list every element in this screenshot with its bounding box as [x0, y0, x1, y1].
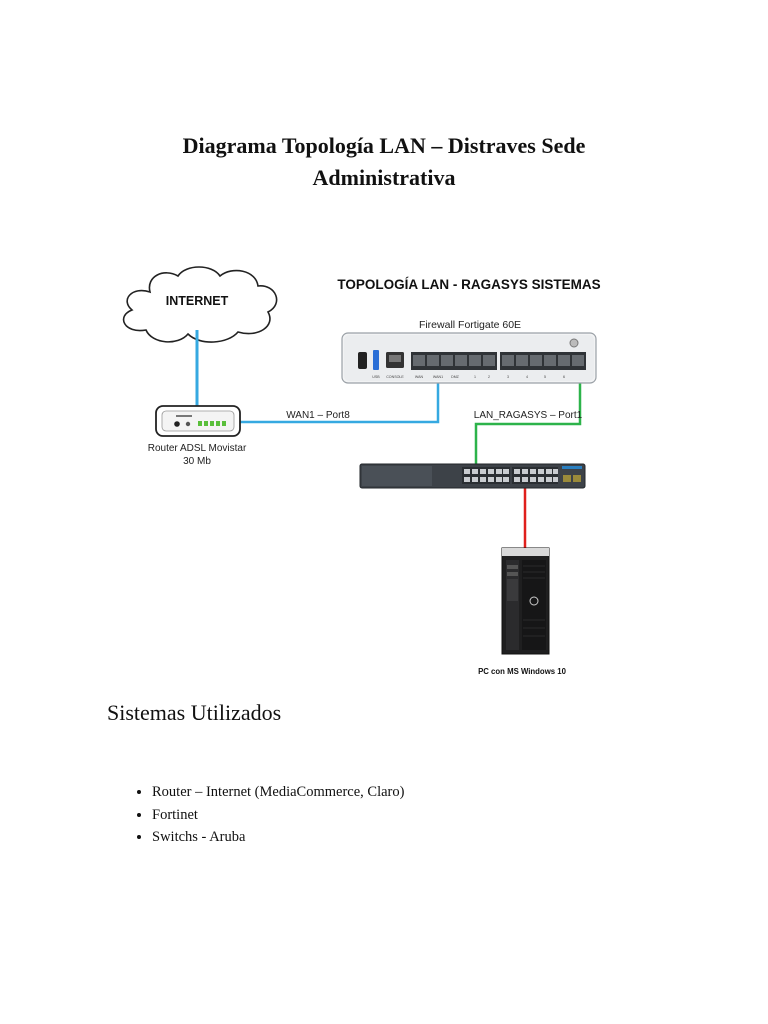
- list-item: Fortinet: [152, 804, 404, 827]
- power-button-icon: [358, 352, 367, 369]
- pc-tower-device: [501, 547, 550, 655]
- router-label-line-2: 30 Mb: [183, 456, 211, 467]
- firewall-port-label: 3: [507, 375, 509, 379]
- document-title-line-1: Diagrama Topología LAN – Distraves Sede: [182, 133, 586, 158]
- firewall-port-label: WAN1: [433, 375, 443, 379]
- dell-logo-icon: [529, 596, 539, 606]
- firewall-label: Firewall Fortigate 60E: [419, 319, 521, 331]
- firewall-port-label: USB: [372, 375, 380, 379]
- router-to-firewall-wan-link: [240, 368, 440, 424]
- switch-device: [359, 463, 586, 489]
- firewall-port-label: 1: [474, 375, 476, 379]
- lan-link-label: LAN_RAGASYS – Port1: [474, 410, 583, 421]
- document-title-line-2: Administrativa: [312, 165, 456, 190]
- usb-port-icon: [373, 350, 379, 370]
- internet-cloud-icon: [122, 266, 278, 343]
- firewall-port-label: WAN: [415, 375, 424, 379]
- pc-label: PC con MS Windows 10: [478, 667, 567, 676]
- list-item: Switchs - Aruba: [152, 826, 404, 849]
- diagram-heading: TOPOLOGÍA LAN - RAGASYS SISTEMAS: [337, 277, 600, 292]
- firewall-device: USB CONSOLE WAN WAN1 DMZ 1 2 3 4 5 6: [341, 332, 597, 384]
- firewall-port-label: 6: [563, 375, 565, 379]
- systems-list: Router – Internet (MediaCommerce, Claro)…: [130, 781, 404, 849]
- firewall-port-label: 5: [544, 375, 546, 379]
- firewall-to-switch-lan-link: [474, 368, 582, 468]
- firewall-port-label: CONSOLE: [386, 375, 404, 379]
- document-title: Diagrama Topología LAN – Distraves Sede …: [84, 130, 684, 194]
- firewall-port-label: DMZ: [451, 375, 460, 379]
- firewall-port-label: 2: [488, 375, 490, 379]
- list-item: Router – Internet (MediaCommerce, Claro): [152, 781, 404, 804]
- internet-label: INTERNET: [166, 294, 229, 308]
- firewall-port-label: 4: [526, 375, 528, 379]
- ground-screw-icon: [569, 338, 579, 348]
- router-label-line-1: Router ADSL Movistar: [148, 443, 247, 454]
- systems-heading: Sistemas Utilizados: [107, 700, 282, 725]
- router-device: [155, 405, 241, 437]
- wan-link-label: WAN1 – Port8: [286, 410, 350, 421]
